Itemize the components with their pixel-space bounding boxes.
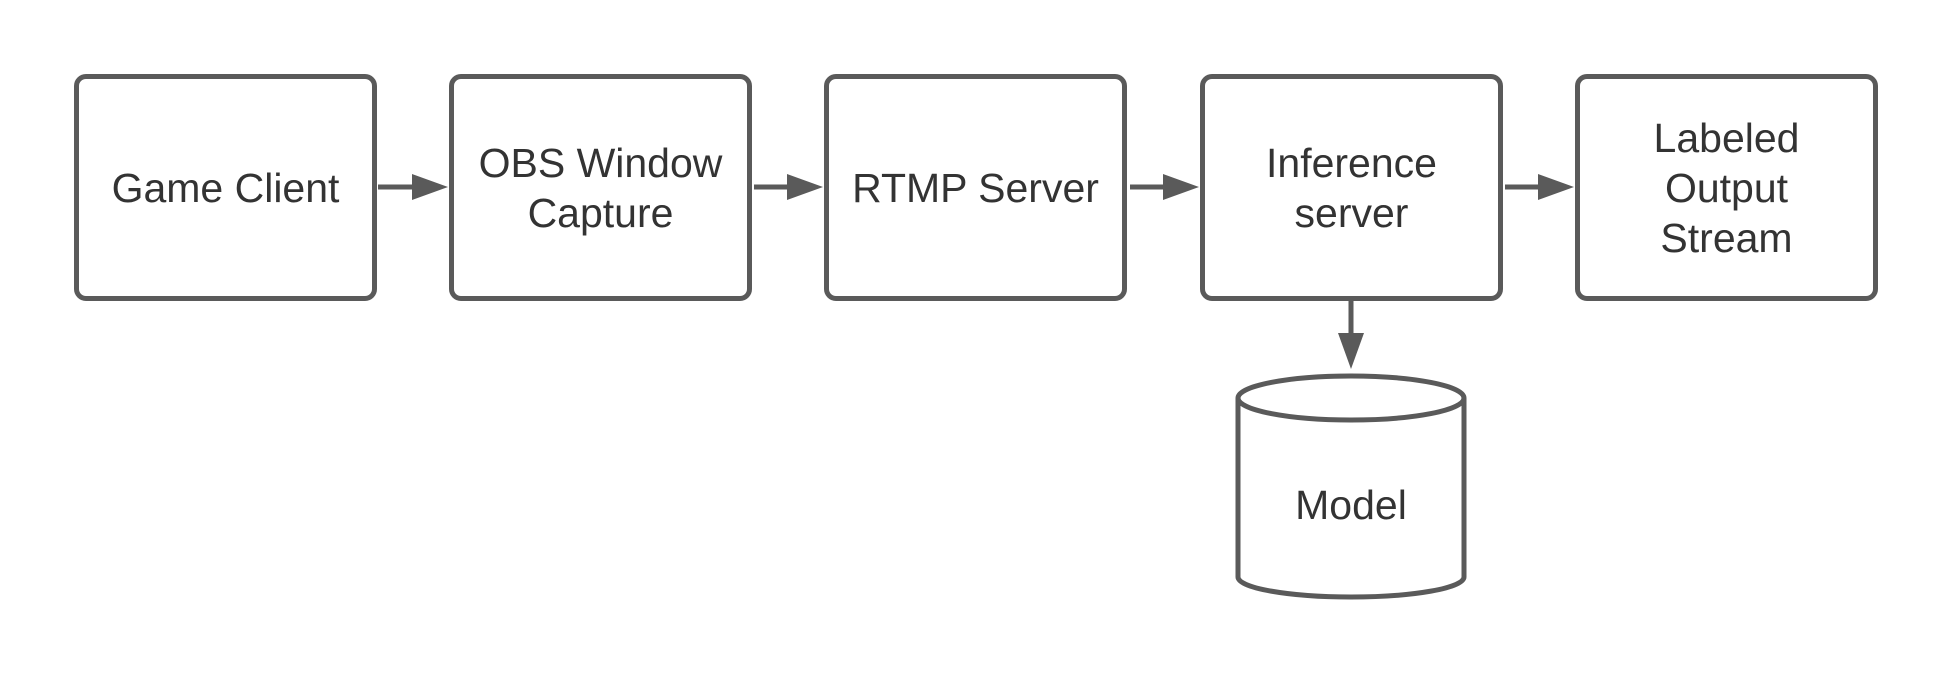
node-label: RTMP Server xyxy=(852,164,1099,211)
model-cylinder-shape xyxy=(1235,373,1467,600)
node-model: Model xyxy=(1238,440,1464,570)
node-label: OBS Window Capture xyxy=(478,139,723,236)
edge-obs-to-rtmp xyxy=(754,174,823,200)
arrowhead-icon xyxy=(1538,174,1574,200)
arrowhead-icon xyxy=(1163,174,1199,200)
arrowhead-icon xyxy=(1338,333,1364,369)
node-game-client: Game Client xyxy=(74,74,377,301)
arrowhead-icon xyxy=(787,174,823,200)
node-inference-server: Inference server xyxy=(1200,74,1503,301)
node-label: Labeled Output Stream xyxy=(1653,114,1800,261)
arrowhead-icon xyxy=(412,174,448,200)
node-obs-window-capture: OBS Window Capture xyxy=(449,74,752,301)
edge-rtmp-to-inference xyxy=(1130,174,1199,200)
edge-inference-to-output xyxy=(1505,174,1574,200)
node-labeled-output-stream: Labeled Output Stream xyxy=(1575,74,1878,301)
edge-game-client-to-obs xyxy=(378,174,448,200)
node-rtmp-server: RTMP Server xyxy=(824,74,1127,301)
edge-inference-to-model xyxy=(1338,301,1364,369)
node-label: Model xyxy=(1295,482,1407,528)
node-label: Inference server xyxy=(1266,139,1437,236)
node-label: Game Client xyxy=(111,164,340,211)
